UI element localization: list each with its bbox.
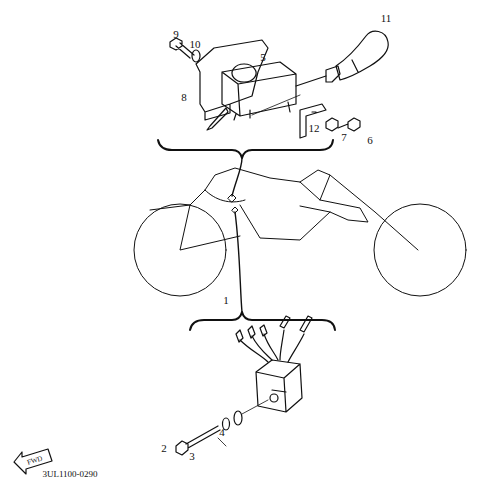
washer [192, 50, 200, 62]
group-bracket [190, 312, 335, 330]
leader-line [218, 438, 226, 446]
leader-line [252, 95, 300, 115]
cdi-unit [256, 360, 302, 412]
callout-number: 3 [189, 451, 195, 462]
callout-number: 5 [260, 52, 266, 63]
nut [326, 118, 338, 131]
mount-tab [270, 390, 286, 402]
plug-cap [336, 31, 388, 80]
part-code: 3UL1100-0290 [42, 470, 97, 479]
group-bracket [158, 140, 333, 158]
cdi-group [176, 316, 312, 455]
wire-harness [240, 330, 304, 362]
lead-wire [207, 108, 228, 130]
mounting-points [228, 194, 238, 213]
callout-wire [232, 158, 242, 196]
callout-number: 9 [173, 29, 179, 40]
ignition-coil [222, 62, 296, 120]
bolt [176, 426, 220, 455]
connector [236, 316, 312, 342]
callout-number: 4 [219, 427, 225, 438]
callout-number: 2 [161, 443, 167, 454]
callout-number: 8 [181, 92, 187, 103]
motorcycle-outline [134, 168, 466, 296]
callout-number: 11 [381, 13, 392, 24]
high-tension-lead [296, 76, 326, 86]
center-line [242, 400, 268, 414]
callout-number: 1 [223, 295, 229, 306]
callout-number: 6 [367, 135, 373, 146]
bolt [338, 118, 360, 131]
callout-wire [235, 212, 242, 312]
ignition-coil-group [170, 31, 388, 138]
l-bracket [300, 104, 326, 138]
callout-number: 10 [190, 39, 201, 50]
callout-number: 7 [341, 132, 347, 143]
callout-number: 12 [309, 123, 320, 134]
